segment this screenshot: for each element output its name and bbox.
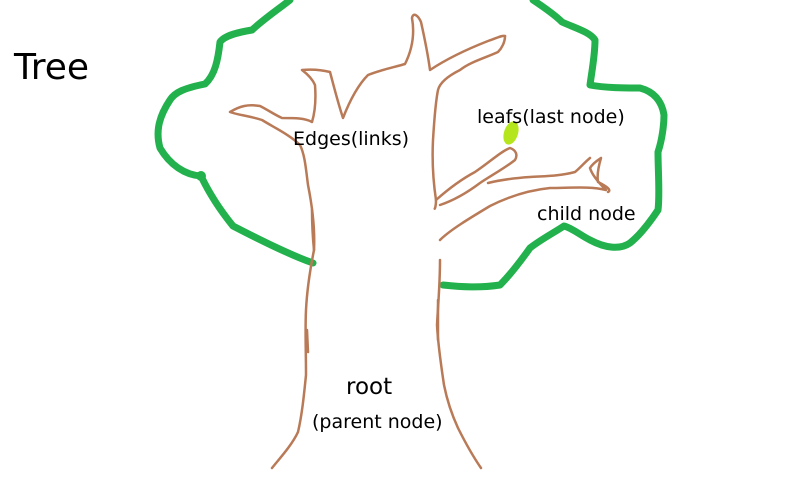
parent-node-label: (parent node) [312,411,443,433]
trunk [228,13,611,470]
child-node-label: child node [537,203,636,225]
canopy-outline-right [439,0,668,291]
canopy-outline [154,0,317,267]
diagram-title: Tree [14,47,90,88]
root-label: root [346,374,393,400]
leaf-mark [503,121,519,145]
canopy-dot [196,171,206,181]
edges-label: Edges(links) [293,128,410,150]
leafs-label: leafs(last node) [477,106,625,128]
